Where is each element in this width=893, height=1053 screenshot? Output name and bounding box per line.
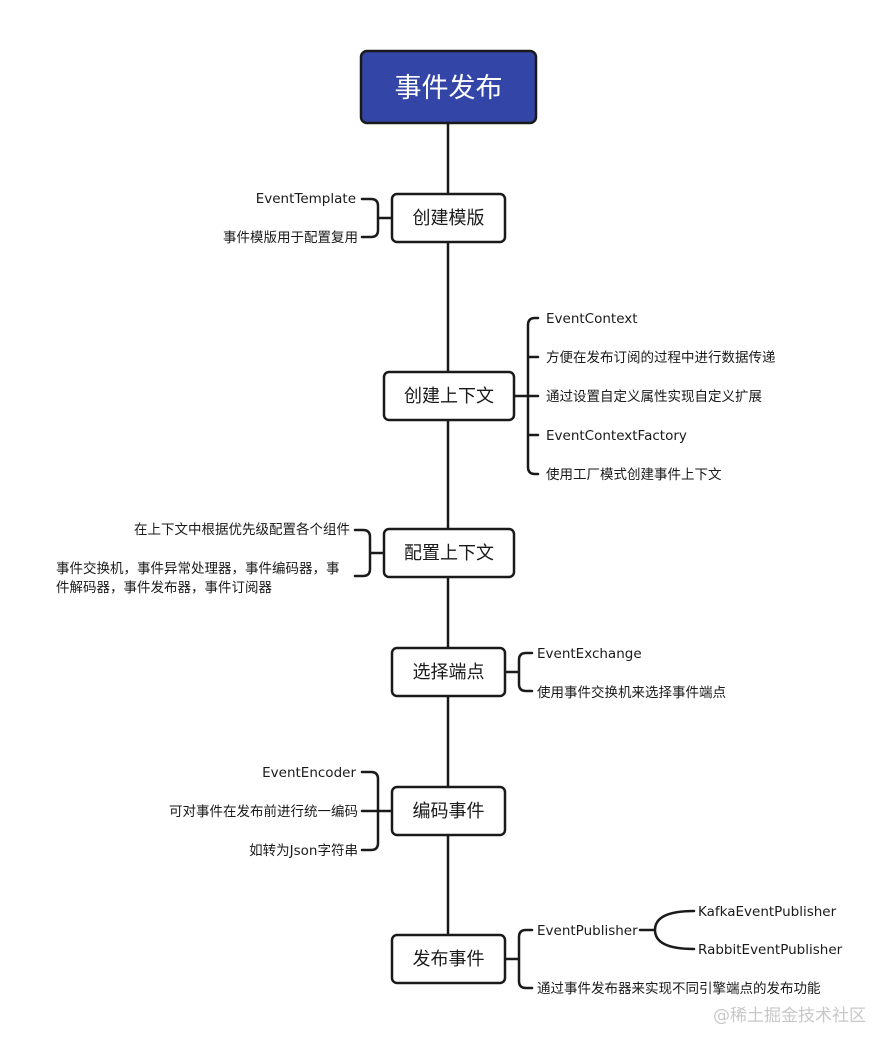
detail-kafka-event-publisher: KafkaEventPublisher — [698, 904, 837, 920]
step-node-label: 编码事件 — [413, 801, 485, 822]
detail-rabbit-event-publisher: RabbitEventPublisher — [698, 942, 843, 958]
root-node[interactable]: 事件发布 — [359, 49, 538, 125]
watermark: @稀土掘金技术社区 — [713, 1006, 866, 1026]
detail-event-encoder: EventEncoder — [262, 765, 356, 781]
detail-factory-pattern: 使用工厂模式创建事件上下文 — [546, 466, 722, 483]
detail-template-reuse: 事件模版用于配置复用 — [223, 229, 358, 246]
bracket-encode-event — [360, 770, 394, 852]
step-node-create-context[interactable]: 创建上下文 — [382, 370, 516, 422]
step-node-box — [390, 785, 507, 837]
step-node-box — [382, 370, 516, 422]
detail-publisher-engines: 通过事件发布器来实现不同引擎端点的发布功能 — [537, 981, 821, 997]
detail-event-exchange: EventExchange — [537, 646, 642, 662]
bracket-select-endpoint — [504, 651, 534, 693]
detail-event-context: EventContext — [546, 311, 638, 327]
step-node-box — [390, 646, 507, 698]
step-node-label: 发布事件 — [413, 949, 485, 970]
bracket-event-publisher — [638, 909, 696, 951]
bracket-publish-event — [504, 928, 534, 990]
detail-unified-encoding: 可对事件在发布前进行统一编码 — [169, 803, 358, 820]
step-node-select-endpoint[interactable]: 选择端点 — [390, 646, 507, 698]
step-node-label: 配置上下文 — [404, 543, 494, 564]
root-node-label: 事件发布 — [395, 73, 503, 104]
step-node-box — [390, 933, 507, 985]
detail-event-context-factory: EventContextFactory — [546, 428, 687, 444]
bracket-configure-context — [353, 528, 386, 578]
detail-priority-components: 在上下文中根据优先级配置各个组件 — [134, 522, 350, 538]
detail-components-line-1: 事件交换机，事件异常处理器，事件编码器，事 — [56, 560, 340, 577]
root-node-box — [359, 49, 538, 125]
detail-json-string: 如转为Json字符串 — [249, 843, 358, 859]
detail-event-publisher: EventPublisher — [537, 923, 638, 939]
bracket-create-context — [512, 316, 540, 476]
step-node-box — [390, 192, 507, 244]
step-node-label: 选择端点 — [413, 662, 485, 683]
step-node-encode-event[interactable]: 编码事件 — [390, 785, 507, 837]
step-node-label: 创建模版 — [413, 208, 485, 229]
detail-components-line-2: 件解码器，事件发布器，事件订阅器 — [56, 580, 272, 596]
bracket-create-template — [360, 197, 394, 239]
step-node-box — [382, 527, 516, 579]
detail-context-data-transfer: 方便在发布订阅的过程中进行数据传递 — [546, 350, 776, 366]
detail-event-template: EventTemplate — [256, 191, 356, 207]
detail-exchange-select: 使用事件交换机来选择事件端点 — [537, 684, 726, 701]
step-node-publish-event[interactable]: 发布事件 — [390, 933, 507, 985]
step-node-create-template[interactable]: 创建模版 — [390, 192, 507, 244]
step-node-configure-context[interactable]: 配置上下文 — [382, 527, 516, 579]
step-node-label: 创建上下文 — [404, 386, 494, 407]
detail-context-custom-attributes: 通过设置自定义属性实现自定义扩展 — [546, 389, 762, 405]
